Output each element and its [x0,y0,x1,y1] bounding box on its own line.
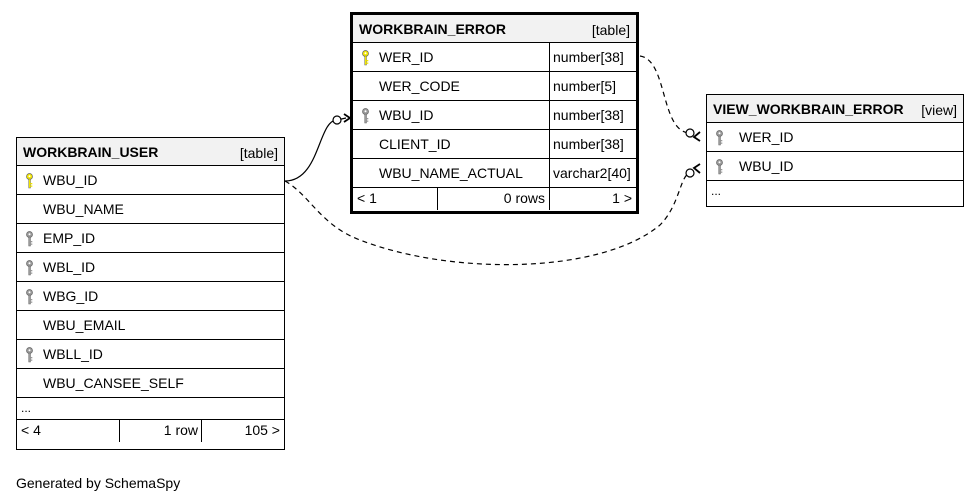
column-row[interactable]: WBLL_ID [17,340,284,369]
table-header[interactable]: WORKBRAIN_USER [table] [17,138,284,166]
column-row[interactable]: CLIENT_ID number[38] [353,130,636,159]
column-name: WER_CODE [379,78,460,94]
foreign-key-icon [25,260,34,276]
column-name: WBU_ID [379,107,434,123]
column-row[interactable]: WBU_ID number[38] [353,101,636,130]
foreign-key-icon [715,159,724,175]
table-workbrain-error[interactable]: WORKBRAIN_ERROR [table] WER_ID number[38]… [350,12,639,214]
column-name: WBLL_ID [43,346,103,362]
column-name: WBU_ID [739,158,794,174]
primary-key-icon [361,50,370,66]
column-name: WBU_NAME [43,201,124,217]
column-name: WBU_ID [43,172,98,188]
more-columns-indicator: ... [17,398,284,420]
column-row[interactable]: WBL_ID [17,253,284,282]
column-name: CLIENT_ID [379,136,451,152]
column-name: WBU_CANSEE_SELF [43,375,184,391]
column-row[interactable]: WER_ID [707,123,963,152]
row-count: 1 row [163,422,198,438]
connector-user-to-error [284,117,347,182]
column-name: EMP_ID [43,230,96,246]
table-type: [table] [239,145,278,161]
column-name: WBU_NAME_ACTUAL [379,165,523,181]
connector-user-to-view-optional-marker [685,168,695,178]
row-count: 0 rows [503,190,545,206]
more-columns-indicator: ... [711,184,722,198]
column-row[interactable]: WER_ID number[38] [353,43,636,72]
parent-count[interactable]: < 4 [21,422,41,438]
generated-by-caption: Generated by SchemaSpy [16,475,181,491]
connector-error-to-view [639,55,691,134]
view-workbrain-error[interactable]: VIEW_WORKBRAIN_ERROR [view] WER_ID WBU_ID… [706,94,964,207]
column-row[interactable]: WBU_NAME_ACTUAL varchar2[40] [353,159,636,188]
column-name: WER_ID [379,49,434,65]
child-count[interactable]: 1 > [612,190,632,206]
column-row[interactable]: WBU_ID [17,166,284,195]
connector-user-to-error-optional-marker [332,115,342,125]
foreign-key-icon [25,231,34,247]
foreign-key-icon [715,130,724,146]
column-row[interactable]: WBG_ID [17,282,284,311]
column-name: WBU_EMAIL [43,317,126,333]
column-row[interactable]: WBU_ID [707,152,963,181]
table-header[interactable]: VIEW_WORKBRAIN_ERROR [view] [707,95,963,123]
column-name: WBG_ID [43,288,99,304]
table-name: WORKBRAIN_ERROR [359,21,506,37]
column-row[interactable]: WBU_CANSEE_SELF [17,369,284,398]
column-row[interactable]: WBU_EMAIL [17,311,284,340]
column-datatype: number[5] [549,72,616,100]
table-type: [table] [591,22,630,38]
table-type: [view] [921,102,957,118]
column-name: WER_ID [739,129,794,145]
table-workbrain-user[interactable]: WORKBRAIN_USER [table] WBU_ID WBU_NAME EMP… [16,137,285,450]
column-datatype: varchar2[40] [549,159,631,187]
column-name: WBL_ID [43,259,96,275]
column-datatype: number[38] [549,43,624,71]
foreign-key-icon [361,108,370,124]
column-row[interactable]: WER_CODE number[5] [353,72,636,101]
table-name: WORKBRAIN_USER [23,144,159,160]
table-header[interactable]: WORKBRAIN_ERROR [table] [353,15,636,43]
foreign-key-icon [25,289,34,305]
column-datatype: number[38] [549,101,624,129]
connector-error-to-view-crowfoot [692,131,701,142]
table-footer: < 4 1 row 105 > [17,420,284,442]
table-footer: < 1 0 rows 1 > [353,188,636,210]
foreign-key-icon [25,347,34,363]
column-row[interactable]: WBU_NAME [17,195,284,224]
child-count[interactable]: 105 > [244,422,280,438]
parent-count[interactable]: < 1 [357,190,377,206]
table-name: VIEW_WORKBRAIN_ERROR [713,101,904,117]
connector-error-to-view-optional-marker [685,128,695,138]
column-row[interactable]: EMP_ID [17,224,284,253]
primary-key-icon [25,173,34,189]
column-datatype: number[38] [549,130,624,158]
connector-user-to-view-crowfoot [692,163,701,174]
